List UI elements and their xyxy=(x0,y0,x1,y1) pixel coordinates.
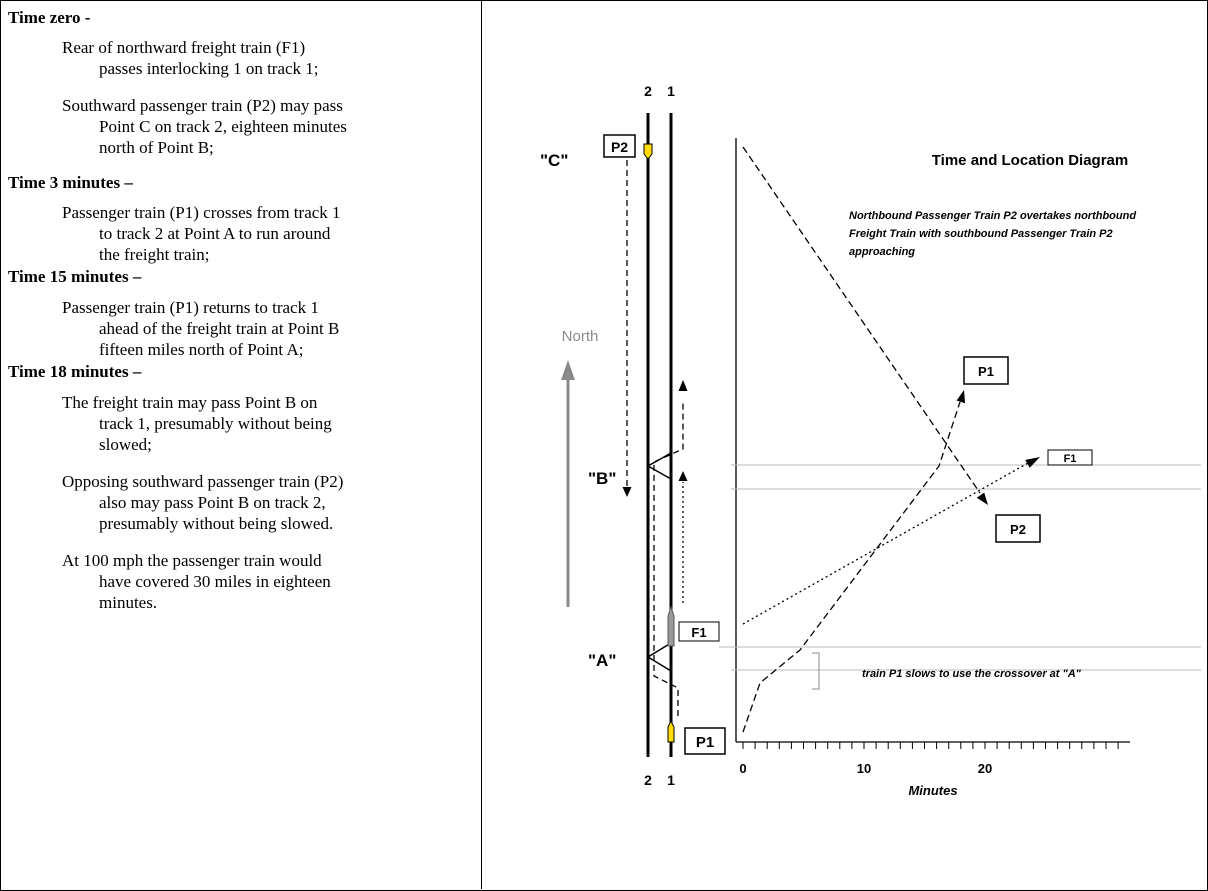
p2-line-label-box xyxy=(995,514,1041,543)
timeline-heading: Time 15 minutes – xyxy=(8,267,142,286)
f1-train-label: F1 xyxy=(691,625,706,640)
text-line: north of Point B; xyxy=(99,138,214,157)
timeline-paragraph: Rear of northward freight train (F1) pas… xyxy=(62,37,472,79)
column-divider xyxy=(481,0,482,889)
north-label: North xyxy=(562,328,599,345)
timeline-paragraph: Passenger train (P1) returns to track 1 … xyxy=(62,297,472,360)
p1-route-arrowhead-icon xyxy=(678,380,688,391)
text-line: minutes. xyxy=(99,593,158,612)
north-arrow-icon xyxy=(561,360,575,380)
p1-train-label: P1 xyxy=(696,734,714,751)
point-a-label: "A" xyxy=(588,651,616,670)
time-location-diagram: 0 10 20 Minutes Time and Location Diagra… xyxy=(719,138,1201,798)
crossover-b xyxy=(646,452,672,480)
x-axis-label: Minutes xyxy=(908,783,957,798)
f1-train-icon xyxy=(667,605,675,647)
text-line: track 1, presumably without being xyxy=(99,414,332,433)
timeline-paragraph: Southward passenger train (P2) may pass … xyxy=(62,95,472,158)
f1-line-label-box xyxy=(1047,449,1093,466)
timeline-paragraph: Opposing southward passenger train (P2) … xyxy=(62,471,472,534)
timeline-heading: Time 18 minutes – xyxy=(8,362,142,381)
p1-train-label-box xyxy=(684,727,726,755)
point-b-label: "B" xyxy=(588,469,616,488)
timeline-paragraph: The freight train may pass Point B on tr… xyxy=(62,392,472,455)
text-line: At 100 mph the passenger train would xyxy=(62,551,322,570)
f1-time-line-arrowhead-icon xyxy=(1025,457,1040,468)
track-schematic: 2 1 2 1 "C" "B" "A" North P2 F1 P1 xyxy=(540,83,726,788)
text-line: passes interlocking 1 on track 1; xyxy=(99,59,319,78)
text-line: the freight train; xyxy=(99,245,210,264)
f1-line-label: F1 xyxy=(1064,453,1077,465)
text-line: to track 2 at Point A to run around xyxy=(99,224,331,243)
p2-train-label: P2 xyxy=(611,139,628,155)
track-1-label-bottom: 1 xyxy=(667,772,675,788)
diagram-title: Time and Location Diagram xyxy=(932,152,1128,169)
p1-time-line xyxy=(742,401,961,733)
p1-route-path xyxy=(653,400,684,716)
p2-route-arrowhead-icon xyxy=(622,487,632,497)
text-line: Passenger train (P1) crosses from track … xyxy=(62,203,341,222)
text-line: have covered 30 miles in eighteen xyxy=(99,572,331,591)
diagram-subtitle-line: Northbound Passenger Train P2 overtakes … xyxy=(849,210,1136,222)
diagram-canvas: 2 1 2 1 "C" "B" "A" North P2 F1 P1 xyxy=(540,83,1201,798)
track-1-label-top: 1 xyxy=(667,83,675,99)
text-line: slowed; xyxy=(99,435,152,454)
timeline-paragraph: At 100 mph the passenger train would hav… xyxy=(62,550,472,613)
x-tick-label: 20 xyxy=(978,761,992,776)
crossover-a xyxy=(646,642,672,672)
p2-time-line xyxy=(742,146,981,494)
crossover-annotation: train P1 slows to use the crossover at "… xyxy=(862,668,1082,680)
text-line: ahead of the freight train at Point B xyxy=(99,319,340,338)
x-tick-label: 10 xyxy=(857,761,871,776)
x-axis-ticks xyxy=(742,742,1119,749)
p1-train-icon xyxy=(667,719,675,743)
timeline-heading: Time 3 minutes – xyxy=(8,173,133,192)
p2-time-line-arrowhead-icon xyxy=(976,492,988,505)
f1-route-arrowhead-icon xyxy=(678,471,688,481)
timeline-paragraph: Passenger train (P1) crosses from track … xyxy=(62,202,472,265)
p1-time-line-arrowhead-icon xyxy=(956,390,966,404)
text-line: Passenger train (P1) returns to track 1 xyxy=(62,298,319,317)
text-line: presumably without being slowed. xyxy=(99,514,334,533)
text-line: The freight train may pass Point B on xyxy=(62,393,318,412)
p2-line-label: P2 xyxy=(1010,522,1026,537)
slowdown-bracket xyxy=(812,652,820,690)
point-c-label: "C" xyxy=(540,151,568,170)
p2-train-label-box xyxy=(603,134,636,158)
text-line: fifteen miles north of Point A; xyxy=(99,340,304,359)
p1-line-label: P1 xyxy=(978,364,994,379)
timeline-text-panel: Time zero - Rear of northward freight tr… xyxy=(0,0,481,889)
text-line: also may pass Point B on track 2, xyxy=(99,493,326,512)
f1-train-label-box xyxy=(678,621,720,642)
p2-train-icon xyxy=(643,143,653,160)
track-2-label-bottom: 2 xyxy=(644,772,652,788)
f1-time-line xyxy=(742,462,1029,625)
timeline-heading: Time zero - xyxy=(8,8,91,27)
diagram-subtitle-line: Freight Train with southbound Passenger … xyxy=(849,228,1113,240)
text-line: Opposing southward passenger train (P2) xyxy=(62,472,344,491)
track-2-label-top: 2 xyxy=(644,83,652,99)
diagram-subtitle-line: approaching xyxy=(849,246,915,258)
p1-line-label-box xyxy=(963,356,1009,385)
text-line: Southward passenger train (P2) may pass xyxy=(62,96,343,115)
text-line: Rear of northward freight train (F1) xyxy=(62,38,306,57)
x-tick-label: 0 xyxy=(739,761,746,776)
text-line: Point C on track 2, eighteen minutes xyxy=(99,117,347,136)
